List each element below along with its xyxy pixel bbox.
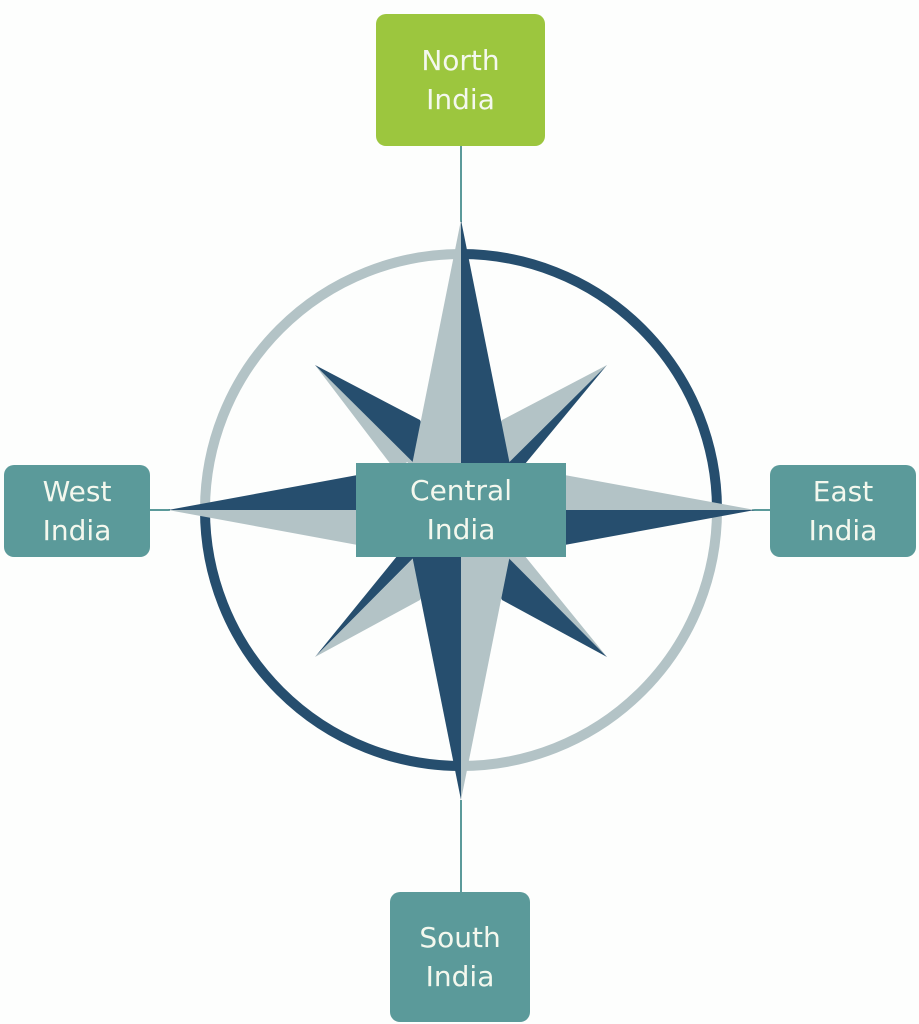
compass-ring [200, 249, 722, 771]
star-point-s-dark [412, 510, 461, 800]
node-north-india[interactable]: North India [376, 14, 545, 146]
node-east-line2: India [808, 514, 878, 547]
node-east-line1: East [812, 475, 874, 508]
star-point-n-dark [461, 220, 510, 510]
node-west-india[interactable]: West India [4, 465, 150, 557]
node-central-line2: India [426, 513, 496, 546]
node-south-line2: India [425, 960, 495, 993]
ring-arc-se [460, 509, 722, 771]
node-east-india[interactable]: East India [770, 465, 916, 557]
node-central-line1: Central [410, 474, 512, 507]
ring-arc-nw [200, 249, 462, 511]
node-central-india[interactable]: Central India [356, 463, 566, 557]
star-point-n-light [412, 220, 461, 510]
node-west-line1: West [42, 475, 112, 508]
node-south-line1: South [419, 921, 501, 954]
node-north-line1: North [421, 44, 500, 77]
node-north-line2: India [426, 83, 495, 116]
star-point-s-light [461, 510, 510, 800]
ring-arc-sw [200, 509, 462, 771]
node-west-line2: India [42, 514, 112, 547]
ring-arc-ne [460, 249, 722, 511]
node-south-india[interactable]: South India [390, 892, 530, 1022]
